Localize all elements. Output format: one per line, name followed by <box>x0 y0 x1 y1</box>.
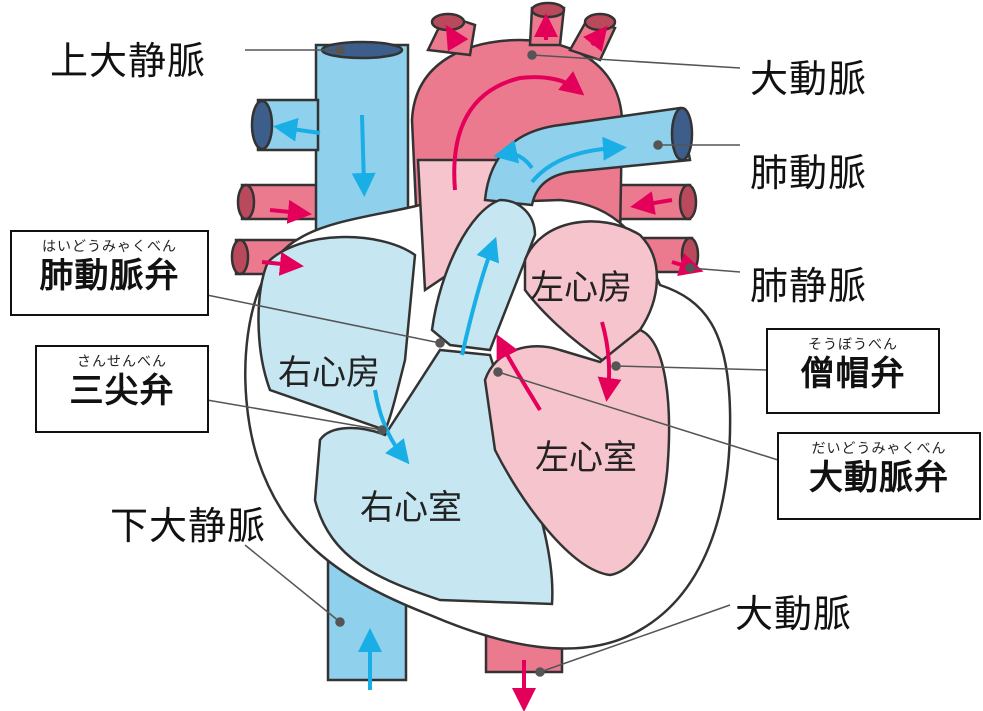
aortic-valve-label: だいどうみゃくべん 大動脈弁 <box>777 432 981 520</box>
label-inferior-vena-cava: 下大静脈 <box>110 504 267 548</box>
left-atrium-shape <box>523 220 659 364</box>
tricuspid-valve-name: 三尖弁 <box>69 371 175 411</box>
pulmonary-valve-label: はいどうみゃくべん 肺動脈弁 <box>10 230 209 316</box>
pulmonary-valve-ruby: はいどうみゃくべん <box>42 239 177 255</box>
label-left-atrium: 左心房 <box>530 268 632 308</box>
tricuspid-valve-label: さんせんべん 三尖弁 <box>35 345 209 433</box>
label-pulmonary-artery: 肺動脈 <box>750 151 868 195</box>
label-aorta-bottom: 大動脈 <box>735 592 853 636</box>
tricuspid-valve-ruby: さんせんべん <box>77 354 167 370</box>
left-ventricle-shape <box>483 328 671 577</box>
label-pulmonary-vein: 肺静脈 <box>750 264 868 308</box>
aortic-valve-ruby: だいどうみゃくべん <box>811 441 947 457</box>
aortic-valve-name: 大動脈弁 <box>809 458 949 498</box>
pulmonary-valve-name: 肺動脈弁 <box>39 256 180 296</box>
label-right-atrium: 右心房 <box>278 353 380 393</box>
mitral-valve-label: そうぼうべん 僧帽弁 <box>766 328 940 414</box>
label-left-ventricle: 左心室 <box>535 438 637 478</box>
label-aorta-top: 大動脈 <box>750 57 868 101</box>
leader-lines <box>206 45 779 677</box>
right-atrium-shape <box>257 235 417 432</box>
mitral-valve-name: 僧帽弁 <box>800 354 906 394</box>
label-right-ventricle: 右心室 <box>360 488 462 528</box>
label-superior-vena-cava: 上大静脈 <box>50 39 207 83</box>
mitral-valve-ruby: そうぼうべん <box>808 337 898 353</box>
